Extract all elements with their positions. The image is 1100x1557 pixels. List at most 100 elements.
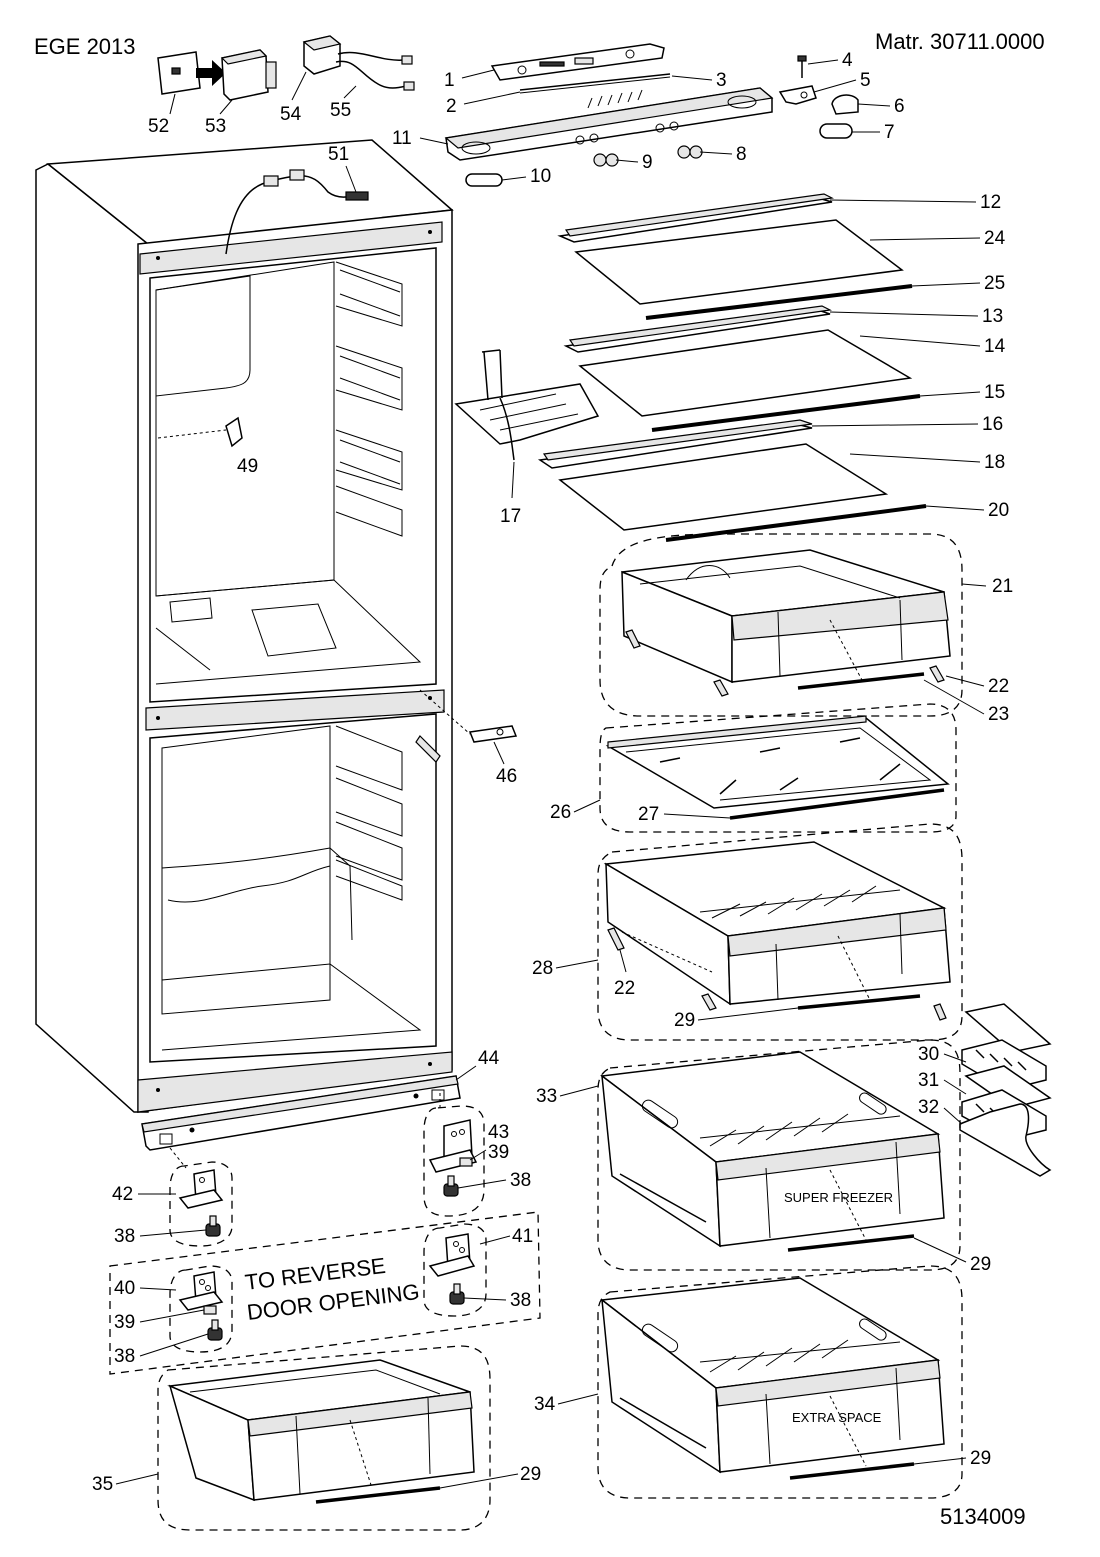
hinge-part-6 — [831, 94, 859, 115]
part-number-2: 2 — [446, 96, 457, 117]
module-part-53 — [220, 49, 277, 101]
part-number-53: 53 — [205, 116, 226, 137]
part-number-39-b: 39 — [114, 1312, 135, 1333]
part-number-51: 51 — [328, 144, 349, 165]
knob-part-8 — [677, 145, 703, 159]
part-number-31: 31 — [918, 1070, 939, 1091]
hinge-bracket-part-40 — [178, 1271, 224, 1315]
shelf-trim-part-25 — [645, 284, 913, 320]
group-outline-41 — [423, 1223, 487, 1317]
screw-part-4 — [797, 55, 807, 78]
part-number-29-b: 29 — [970, 1254, 991, 1275]
group-outline-42 — [169, 1161, 233, 1247]
part-number-10: 10 — [530, 166, 551, 187]
part-number-38-c: 38 — [114, 1346, 135, 1367]
drawer-trim-part-29-b — [787, 1234, 915, 1252]
lamp-part-49 — [157, 416, 243, 448]
extra-space-drawer-part-34 — [600, 1277, 945, 1474]
glass-shelf-part-14 — [578, 329, 913, 417]
hinge-pin-part-46 — [415, 689, 518, 763]
drawer-trim-part-29-d — [315, 1486, 441, 1504]
part-number-39: 39 — [488, 1142, 509, 1163]
freezer-supports — [335, 725, 403, 901]
shelf-trim-part-15 — [651, 394, 921, 432]
part-number-4: 4 — [842, 50, 853, 71]
part-number-3: 3 — [716, 70, 727, 91]
foot-part-38 — [443, 1175, 459, 1197]
material-number: Matr. 30711.0000 — [875, 29, 1045, 54]
panel-housing-part-11 — [444, 87, 774, 161]
glass-shelf-part-18 — [558, 443, 889, 531]
part-number-20: 20 — [988, 500, 1009, 521]
box-part-54 — [302, 35, 342, 75]
part-number-46: 46 — [496, 766, 517, 787]
part-number-54: 54 — [280, 104, 302, 125]
part-number-26: 26 — [550, 802, 571, 823]
part-number-49: 49 — [237, 456, 258, 477]
part-number-16: 16 — [982, 414, 1003, 435]
part-number-12: 12 — [980, 192, 1001, 213]
part-number-32: 32 — [918, 1097, 939, 1118]
bottom-drawer-part-35 — [167, 1359, 475, 1502]
card-part-52 — [157, 51, 201, 95]
foot-part-38-b — [205, 1215, 221, 1237]
sensor-cable-part-51 — [225, 169, 369, 255]
hinge-bracket-part-43 — [428, 1119, 478, 1173]
strip-part-3 — [519, 73, 671, 91]
part-number-8: 8 — [736, 144, 747, 165]
group-outline-34 — [597, 1265, 963, 1499]
part-number-5: 5 — [860, 70, 871, 91]
shelf-supports — [335, 261, 403, 537]
part-number-11: 11 — [392, 128, 412, 149]
part-number-24: 24 — [984, 228, 1006, 249]
drawer-grille-34 — [699, 1339, 901, 1373]
vent-slots — [587, 89, 643, 109]
shelf-frame-part-16 — [537, 419, 813, 469]
part-number-9: 9 — [642, 152, 653, 173]
part-number-38-d: 38 — [510, 1290, 531, 1311]
group-outline-26 — [599, 703, 957, 833]
knob-part-9 — [593, 153, 619, 167]
gasket-part-10 — [465, 173, 503, 187]
part-number-27: 27 — [638, 804, 659, 825]
part-number-7: 7 — [884, 122, 895, 143]
part-number-29-d: 29 — [520, 1464, 541, 1485]
shelf-trim-part-20 — [665, 504, 927, 542]
glass-cover-part-26 — [605, 715, 950, 809]
part-number-28: 28 — [532, 958, 553, 979]
extra-space-label: EXTRA SPACE — [792, 1410, 882, 1425]
bottle-rack-part-17 — [454, 349, 600, 461]
super-freezer-label: SUPER FREEZER — [784, 1190, 893, 1205]
drawer-trim-part-23 — [797, 672, 925, 690]
part-number-29-c: 29 — [970, 1448, 991, 1469]
drawer-grille-33 — [699, 1113, 901, 1147]
part-number-30: 30 — [918, 1044, 939, 1065]
part-number-35: 35 — [92, 1474, 113, 1495]
group-outline-21 — [599, 533, 963, 717]
part-number-34: 34 — [534, 1394, 556, 1415]
part-number-25: 25 — [984, 273, 1005, 294]
group-outline-33 — [597, 1039, 961, 1271]
model-label: EGE 2013 — [34, 34, 136, 59]
part-number-33: 33 — [536, 1086, 557, 1107]
ring-part-7 — [819, 123, 853, 139]
cable-part-55 — [335, 51, 415, 91]
part-number-42: 42 — [112, 1184, 133, 1205]
crisper-drawer-part-21 — [621, 549, 951, 697]
drawing-number: 5134009 — [940, 1504, 1026, 1529]
group-outline-28 — [597, 823, 963, 1041]
part-number-15: 15 — [984, 382, 1005, 403]
part-number-17: 17 — [500, 506, 521, 527]
hinge-bracket-part-41 — [428, 1233, 476, 1277]
control-board-part-1 — [490, 43, 665, 81]
part-number-6: 6 — [894, 96, 905, 117]
drawer-trim-part-29 — [797, 994, 921, 1010]
reverse-door-box — [109, 1211, 541, 1375]
part-number-14: 14 — [984, 336, 1006, 357]
ice-scoop-part-32 — [959, 1103, 1052, 1177]
arrow-icon — [196, 60, 226, 86]
part-number-23: 23 — [988, 704, 1009, 725]
group-outline-40 — [169, 1265, 233, 1353]
bracket-part-5 — [778, 85, 817, 105]
